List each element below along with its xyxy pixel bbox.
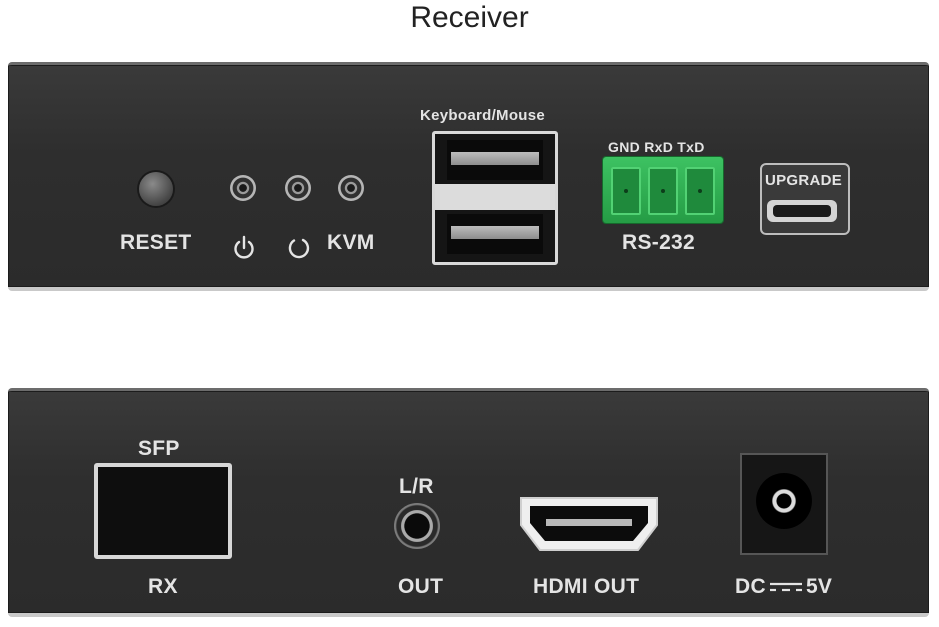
link-led bbox=[285, 175, 311, 201]
rs232-pin-labels: GND RxD TxD bbox=[608, 139, 705, 155]
micro-usb-upgrade-port[interactable] bbox=[767, 200, 837, 222]
power-icon bbox=[234, 235, 254, 259]
page-title: Receiver bbox=[410, 1, 529, 34]
audio-lr-label: L/R bbox=[399, 475, 434, 498]
reset-button[interactable] bbox=[139, 172, 173, 206]
dc-label-prefix: DC bbox=[735, 575, 766, 598]
hdmi-out-port[interactable] bbox=[518, 495, 660, 553]
usb-label: Keyboard/Mouse bbox=[420, 107, 546, 124]
receiver-back-panel: SFP RX L/R OUT HDMI OUT DC 5V bbox=[8, 388, 929, 617]
sfp-label: SFP bbox=[138, 437, 180, 460]
hdmi-out-label: HDMI OUT bbox=[533, 575, 640, 598]
kvm-led bbox=[338, 175, 364, 201]
sfp-port[interactable] bbox=[94, 463, 232, 559]
audio-out-label: OUT bbox=[398, 575, 444, 598]
dc-symbol-icon bbox=[769, 583, 802, 592]
upgrade-label: UPGRADE bbox=[765, 172, 843, 189]
dc-label-suffix: 5V bbox=[805, 575, 833, 598]
upgrade-port-frame bbox=[760, 163, 850, 235]
rs232-terminal-block[interactable] bbox=[603, 157, 723, 223]
rs232-label: RS-232 bbox=[622, 231, 696, 254]
reset-label: RESET bbox=[120, 231, 192, 254]
rx-label: RX bbox=[148, 575, 178, 598]
dc-label: DC 5V bbox=[735, 575, 832, 599]
link-status-icon bbox=[288, 238, 310, 259]
kvm-label: KVM bbox=[327, 231, 375, 254]
audio-out-jack[interactable] bbox=[394, 503, 440, 549]
dc-power-socket[interactable] bbox=[740, 453, 828, 555]
receiver-front-panel: RESET KVM Keyboard/Mouse GND RxD TxD RS-… bbox=[8, 62, 929, 291]
usb-keyboard-mouse-port[interactable] bbox=[432, 131, 558, 265]
power-led bbox=[230, 175, 256, 201]
